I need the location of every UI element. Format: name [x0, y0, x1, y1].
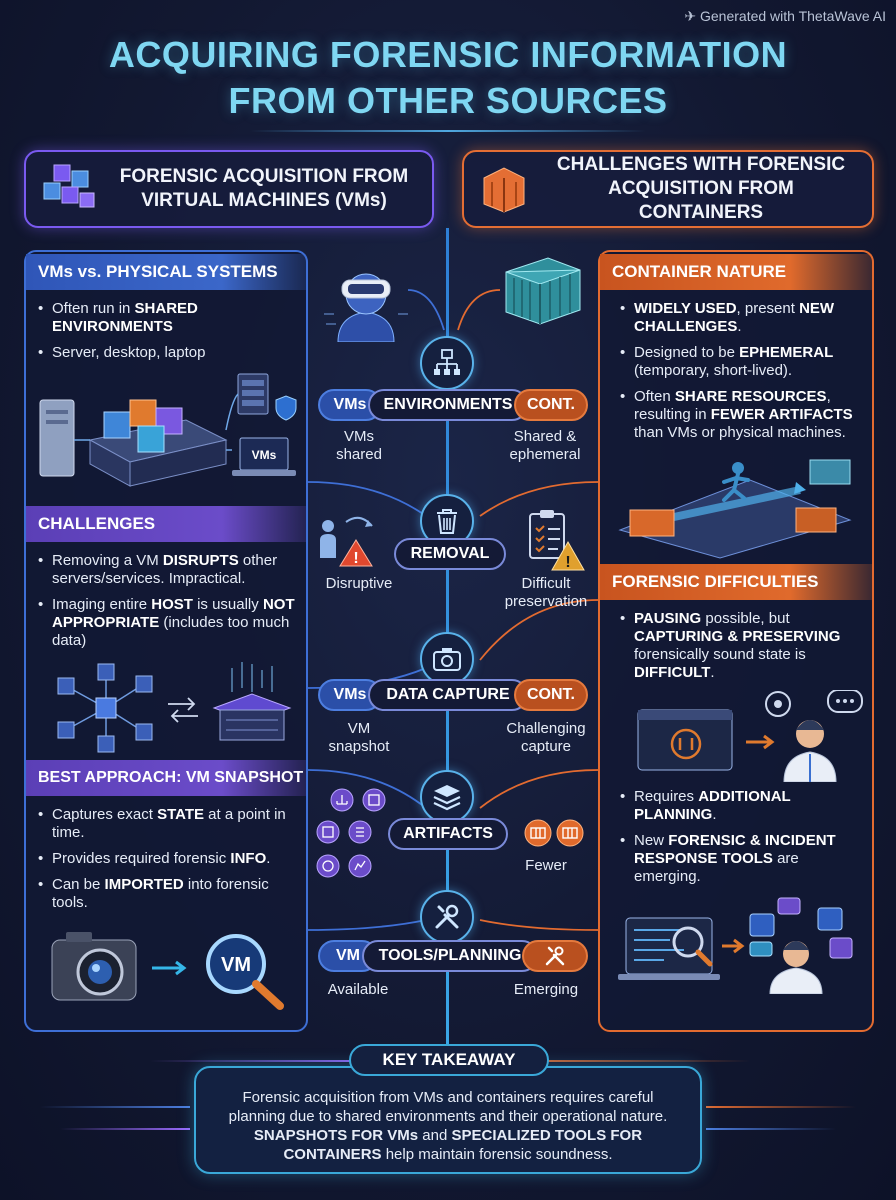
- removal-label: REMOVAL: [394, 538, 506, 570]
- forensic-difficulties-heading: FORENSIC DIFFICULTIES: [600, 564, 872, 600]
- data-capture-container-note: Challenging capture: [506, 720, 586, 755]
- snapshot-illustration: VM: [51, 932, 284, 1010]
- list-item: Requires ADDITIONAL PLANNING.: [620, 788, 864, 824]
- decor-streak: [60, 1128, 190, 1130]
- data-capture-cont-tag: CONT.: [514, 679, 588, 711]
- title-divider: [250, 130, 646, 132]
- vms-screen-label: VMs: [252, 448, 277, 462]
- artifacts-container-note: Fewer: [525, 857, 567, 874]
- data-capture-vm-note: VM snapshot: [328, 720, 390, 755]
- decor-streak: [40, 1106, 190, 1108]
- forensic-difficulties-list-b: Requires ADDITIONAL PLANNING. New FORENS…: [600, 782, 872, 886]
- environments-cont-tag: CONT.: [514, 389, 588, 421]
- container-panel: CONTAINER NATURE WIDELY USED, present NE…: [598, 250, 874, 1032]
- removal-container-note: Difficult preservation: [504, 575, 588, 610]
- tools-planning-node: [420, 890, 474, 944]
- container-section-title: CHALLENGES WITH FORENSIC ACQUISITION FRO…: [556, 154, 846, 223]
- disruption-warning-icon: !: [320, 516, 373, 567]
- decor-streak: [150, 1060, 380, 1062]
- list-item: Provides required forensic INFO.: [38, 850, 296, 868]
- tools-vm-note: Available: [327, 981, 389, 998]
- list-item: WIDELY USED, present NEW CHALLENGES.: [620, 300, 864, 336]
- list-item: PAUSING possible, but CAPTURING & PRESER…: [620, 610, 864, 682]
- list-item: New FORENSIC & INCIDENT RESPONSE TOOLS a…: [620, 832, 864, 886]
- data-capture-label: DATA CAPTURE: [368, 679, 528, 711]
- tools-container-note: Emerging: [513, 981, 579, 998]
- vm-section-title: FORENSIC ACQUISITION FROM VIRTUAL MACHIN…: [119, 166, 409, 211]
- list-item: Can be IMPORTED into forensic tools.: [38, 876, 296, 912]
- tools-planning-label: TOOLS/PLANNING: [362, 940, 538, 972]
- list-item: Server, desktop, laptop: [38, 344, 296, 362]
- challenges-heading: CHALLENGES: [26, 506, 306, 542]
- vm-section-header: FORENSIC ACQUISITION FROM VIRTUAL MACHIN…: [24, 150, 434, 228]
- list-item: Imaging entire HOST is usually NOT APPRO…: [38, 596, 296, 650]
- list-item: Captures exact STATE at a point in time.: [38, 806, 296, 842]
- paper-plane-icon: ✈: [684, 8, 700, 24]
- teal-container-icon: [505, 257, 581, 325]
- artifacts-label: ARTIFACTS: [388, 818, 508, 850]
- container-artifact-icons: [524, 819, 584, 847]
- cubes-icon: [43, 164, 95, 208]
- tools-icon: [545, 946, 565, 966]
- checklist-warning-icon: !: [529, 510, 585, 571]
- list-item: Removing a VM DISRUPTS other servers/ser…: [38, 552, 296, 588]
- data-capture-node: [420, 632, 474, 686]
- vr-headset-icon: [324, 273, 408, 342]
- ephemeral-containers-illustration: [618, 459, 852, 559]
- decor-streak: [706, 1106, 856, 1108]
- list-item: Often SHARE RESOURCES, resulting in FEWE…: [620, 388, 864, 442]
- watermark: ✈ Generated with ThetaWave AI: [684, 8, 886, 24]
- best-approach-list: Captures exact STATE at a point in time.…: [26, 796, 306, 912]
- incident-response-tools-illustration: [618, 897, 853, 994]
- environments-label: ENVIRONMENTS: [368, 389, 528, 421]
- container-nature-list: WIDELY USED, present NEW CHALLENGES. Des…: [600, 290, 872, 442]
- environments-container-note: Shared & ephemeral: [509, 428, 581, 463]
- network-hierarchy-icon: [434, 349, 460, 375]
- challenges-list: Removing a VM DISRUPTS other servers/ser…: [26, 542, 306, 650]
- decor-streak: [520, 1060, 750, 1062]
- vm-panel: VMs vs. PHYSICAL SYSTEMS Often run in SH…: [24, 250, 308, 1032]
- network-imaging-illustration: [57, 662, 292, 753]
- list-item: Often run in SHARED ENVIRONMENTS: [38, 300, 296, 336]
- svg-text:!: !: [565, 554, 570, 571]
- wrench-screwdriver-icon: [435, 904, 459, 929]
- environments-vm-note: VMs shared: [336, 428, 382, 463]
- vm-lens-label: VM: [221, 954, 251, 976]
- list-item: Designed to be EPHEMERAL (temporary, sho…: [620, 344, 864, 380]
- container-section-header: CHALLENGES WITH FORENSIC ACQUISITION FRO…: [462, 150, 874, 228]
- pausing-analyst-illustration: [637, 690, 863, 782]
- key-takeaway-label: KEY TAKEAWAY: [349, 1044, 549, 1076]
- container-nature-heading: CONTAINER NATURE: [600, 254, 872, 290]
- vms-vs-physical-list: Often run in SHARED ENVIRONMENTS Server,…: [26, 290, 306, 362]
- tools-container-tag: [522, 940, 588, 972]
- artifacts-node: [420, 770, 474, 824]
- vms-vs-physical-heading: VMs vs. PHYSICAL SYSTEMS: [26, 254, 306, 290]
- svg-text:!: !: [353, 550, 358, 567]
- forensic-difficulties-list-a: PAUSING possible, but CAPTURING & PRESER…: [600, 600, 872, 682]
- virtualization-server-illustration: VMs: [39, 373, 297, 487]
- artifact-icons-grid: [316, 788, 386, 878]
- layers-icon: [433, 785, 461, 811]
- page-title: ACQUIRING FORENSIC INFORMATION FROM OTHE…: [108, 34, 788, 121]
- decor-streak: [706, 1128, 836, 1130]
- best-approach-heading: BEST APPROACH: VM SNAPSHOT: [26, 760, 306, 796]
- shipping-container-icon: [483, 167, 525, 213]
- camera-icon: [433, 648, 461, 671]
- key-takeaway-box: Forensic acquisition from VMs and contai…: [194, 1066, 702, 1174]
- removal-vm-note: Disruptive: [325, 575, 393, 592]
- environments-node: [420, 336, 474, 390]
- trash-icon: [437, 509, 457, 534]
